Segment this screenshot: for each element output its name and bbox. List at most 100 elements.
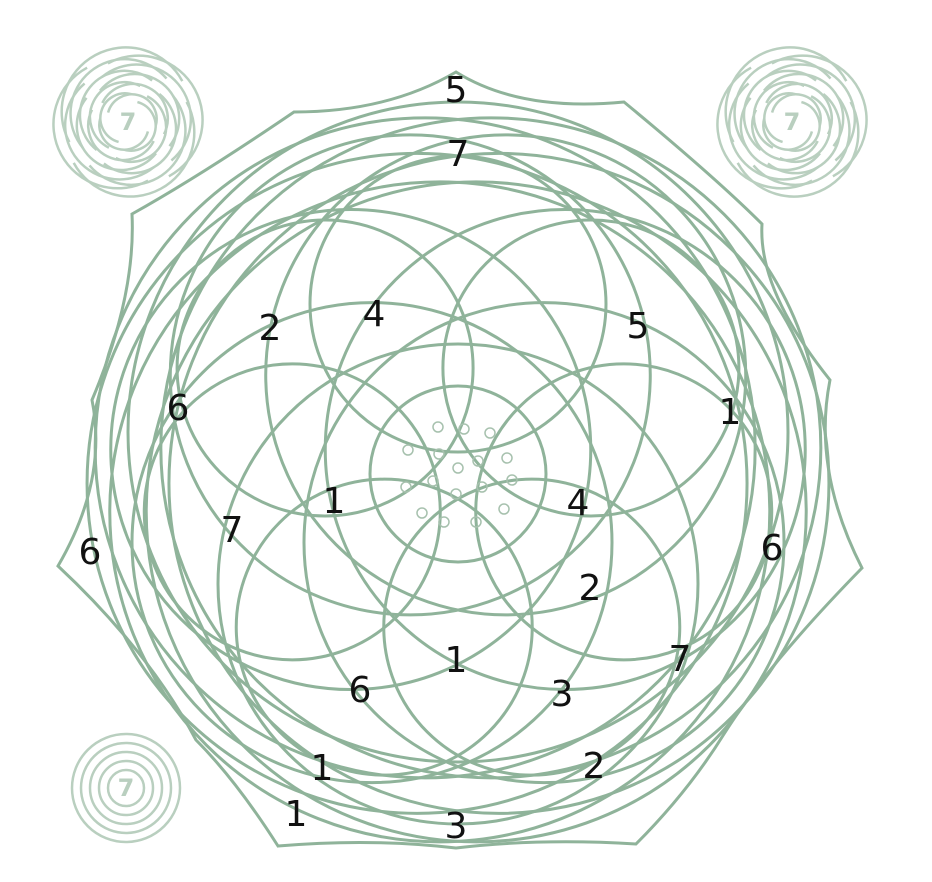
region-number: 2 — [583, 746, 606, 787]
swirl-arc — [765, 82, 833, 135]
swirl-arc — [736, 101, 860, 198]
concentric-ring — [79, 741, 173, 835]
region-number: 5 — [627, 306, 650, 347]
concentric-ring — [97, 759, 155, 817]
swirl-arc — [764, 63, 857, 162]
swirl-arc — [101, 82, 169, 135]
swirl-arc — [88, 81, 141, 149]
middle-circle — [168, 133, 652, 617]
swirl-arc — [98, 118, 150, 151]
seed-dot — [458, 423, 470, 435]
seed-dot — [400, 481, 412, 493]
swirl-label: 7 — [118, 774, 135, 802]
swirl-arc — [727, 82, 820, 181]
swirl-arc — [742, 69, 817, 151]
seed-dot — [416, 507, 428, 519]
swirl-top-right-icon — [716, 46, 868, 198]
region-number: 7 — [669, 639, 692, 680]
swirl-top-left-icon — [52, 46, 204, 198]
swirl-arc — [100, 63, 193, 162]
outer-circle-group — [85, 100, 831, 844]
concentric-circles-icon — [70, 732, 182, 844]
swirl-arc — [763, 92, 796, 144]
region-number: 4 — [567, 483, 590, 524]
swirl-arc — [106, 93, 158, 126]
petal-circle — [175, 218, 475, 518]
middle-circle — [323, 208, 807, 692]
seed-dot — [476, 481, 488, 493]
region-number: 6 — [761, 528, 784, 569]
region-number: 4 — [363, 294, 386, 335]
outer-circle — [108, 180, 772, 844]
outer-circle — [126, 100, 790, 764]
seed-dot — [402, 444, 414, 456]
swirl-arc — [115, 95, 168, 163]
swirl-arc — [739, 97, 821, 172]
seed-dot — [432, 421, 444, 433]
seed-dot — [470, 516, 482, 528]
swirl-arc — [99, 92, 132, 144]
region-number: 7 — [447, 134, 470, 175]
region-number: 2 — [259, 308, 282, 349]
region-number: 1 — [285, 794, 308, 835]
swirl-label: 7 — [784, 108, 801, 136]
swirl-arc — [752, 81, 805, 149]
region-number-group: 5 7 2 4 5 6 1 1 4 7 6 6 2 1 6 7 3 1 2 1 … — [79, 70, 784, 847]
middle-circle — [264, 133, 748, 617]
swirl-arc — [63, 82, 156, 181]
swirl-label: 7 — [120, 108, 137, 136]
region-number: 7 — [221, 510, 244, 551]
seed-dot — [472, 455, 484, 467]
swirl-arc — [72, 101, 196, 198]
seed-dot — [498, 503, 510, 515]
swirl-arc — [788, 100, 821, 152]
swirl-arc — [752, 94, 851, 187]
middle-circle — [109, 208, 593, 692]
seed-dot — [506, 474, 518, 486]
swirl-arc — [733, 57, 832, 150]
middle-circle — [130, 301, 614, 785]
swirl-arc — [124, 100, 157, 152]
seed-dot — [484, 427, 496, 439]
petal-circle — [441, 218, 741, 518]
swirl-arc — [99, 72, 181, 147]
swirl-arc — [751, 109, 819, 162]
region-number: 3 — [445, 806, 468, 847]
seed-dot — [450, 488, 462, 500]
center-circle — [368, 384, 548, 564]
swirl-arc — [75, 97, 157, 172]
swirl-arc — [762, 118, 814, 151]
petal-circle — [234, 477, 534, 777]
petal-circle — [142, 362, 442, 662]
region-number: 6 — [167, 388, 190, 429]
swirl-arc — [763, 72, 845, 147]
swirl-arc — [779, 95, 832, 163]
middle-circle — [216, 342, 700, 826]
region-number: 1 — [719, 392, 742, 433]
swirl-arc — [78, 69, 153, 151]
swirl-arc — [88, 94, 187, 187]
seed-dot — [427, 475, 439, 487]
region-number: 1 — [445, 640, 468, 681]
region-number: 6 — [79, 532, 102, 573]
seed-dot — [433, 448, 445, 460]
center-seed-dots — [400, 421, 518, 528]
region-number: 1 — [311, 748, 334, 789]
swirl-arc — [87, 109, 155, 162]
region-number: 2 — [579, 568, 602, 609]
region-number: 5 — [445, 70, 468, 111]
swirl-arc — [767, 93, 842, 175]
region-number: 1 — [323, 481, 346, 522]
seed-dot — [438, 516, 450, 528]
region-number: 3 — [551, 674, 574, 715]
concentric-ring — [88, 750, 164, 826]
middle-circle — [302, 301, 786, 785]
petal-circle-group — [142, 154, 774, 777]
seed-dot — [501, 452, 513, 464]
seed-dot — [452, 462, 464, 474]
region-number: 6 — [349, 670, 372, 711]
petal-circle — [308, 154, 608, 454]
swirl-arc — [770, 93, 822, 126]
